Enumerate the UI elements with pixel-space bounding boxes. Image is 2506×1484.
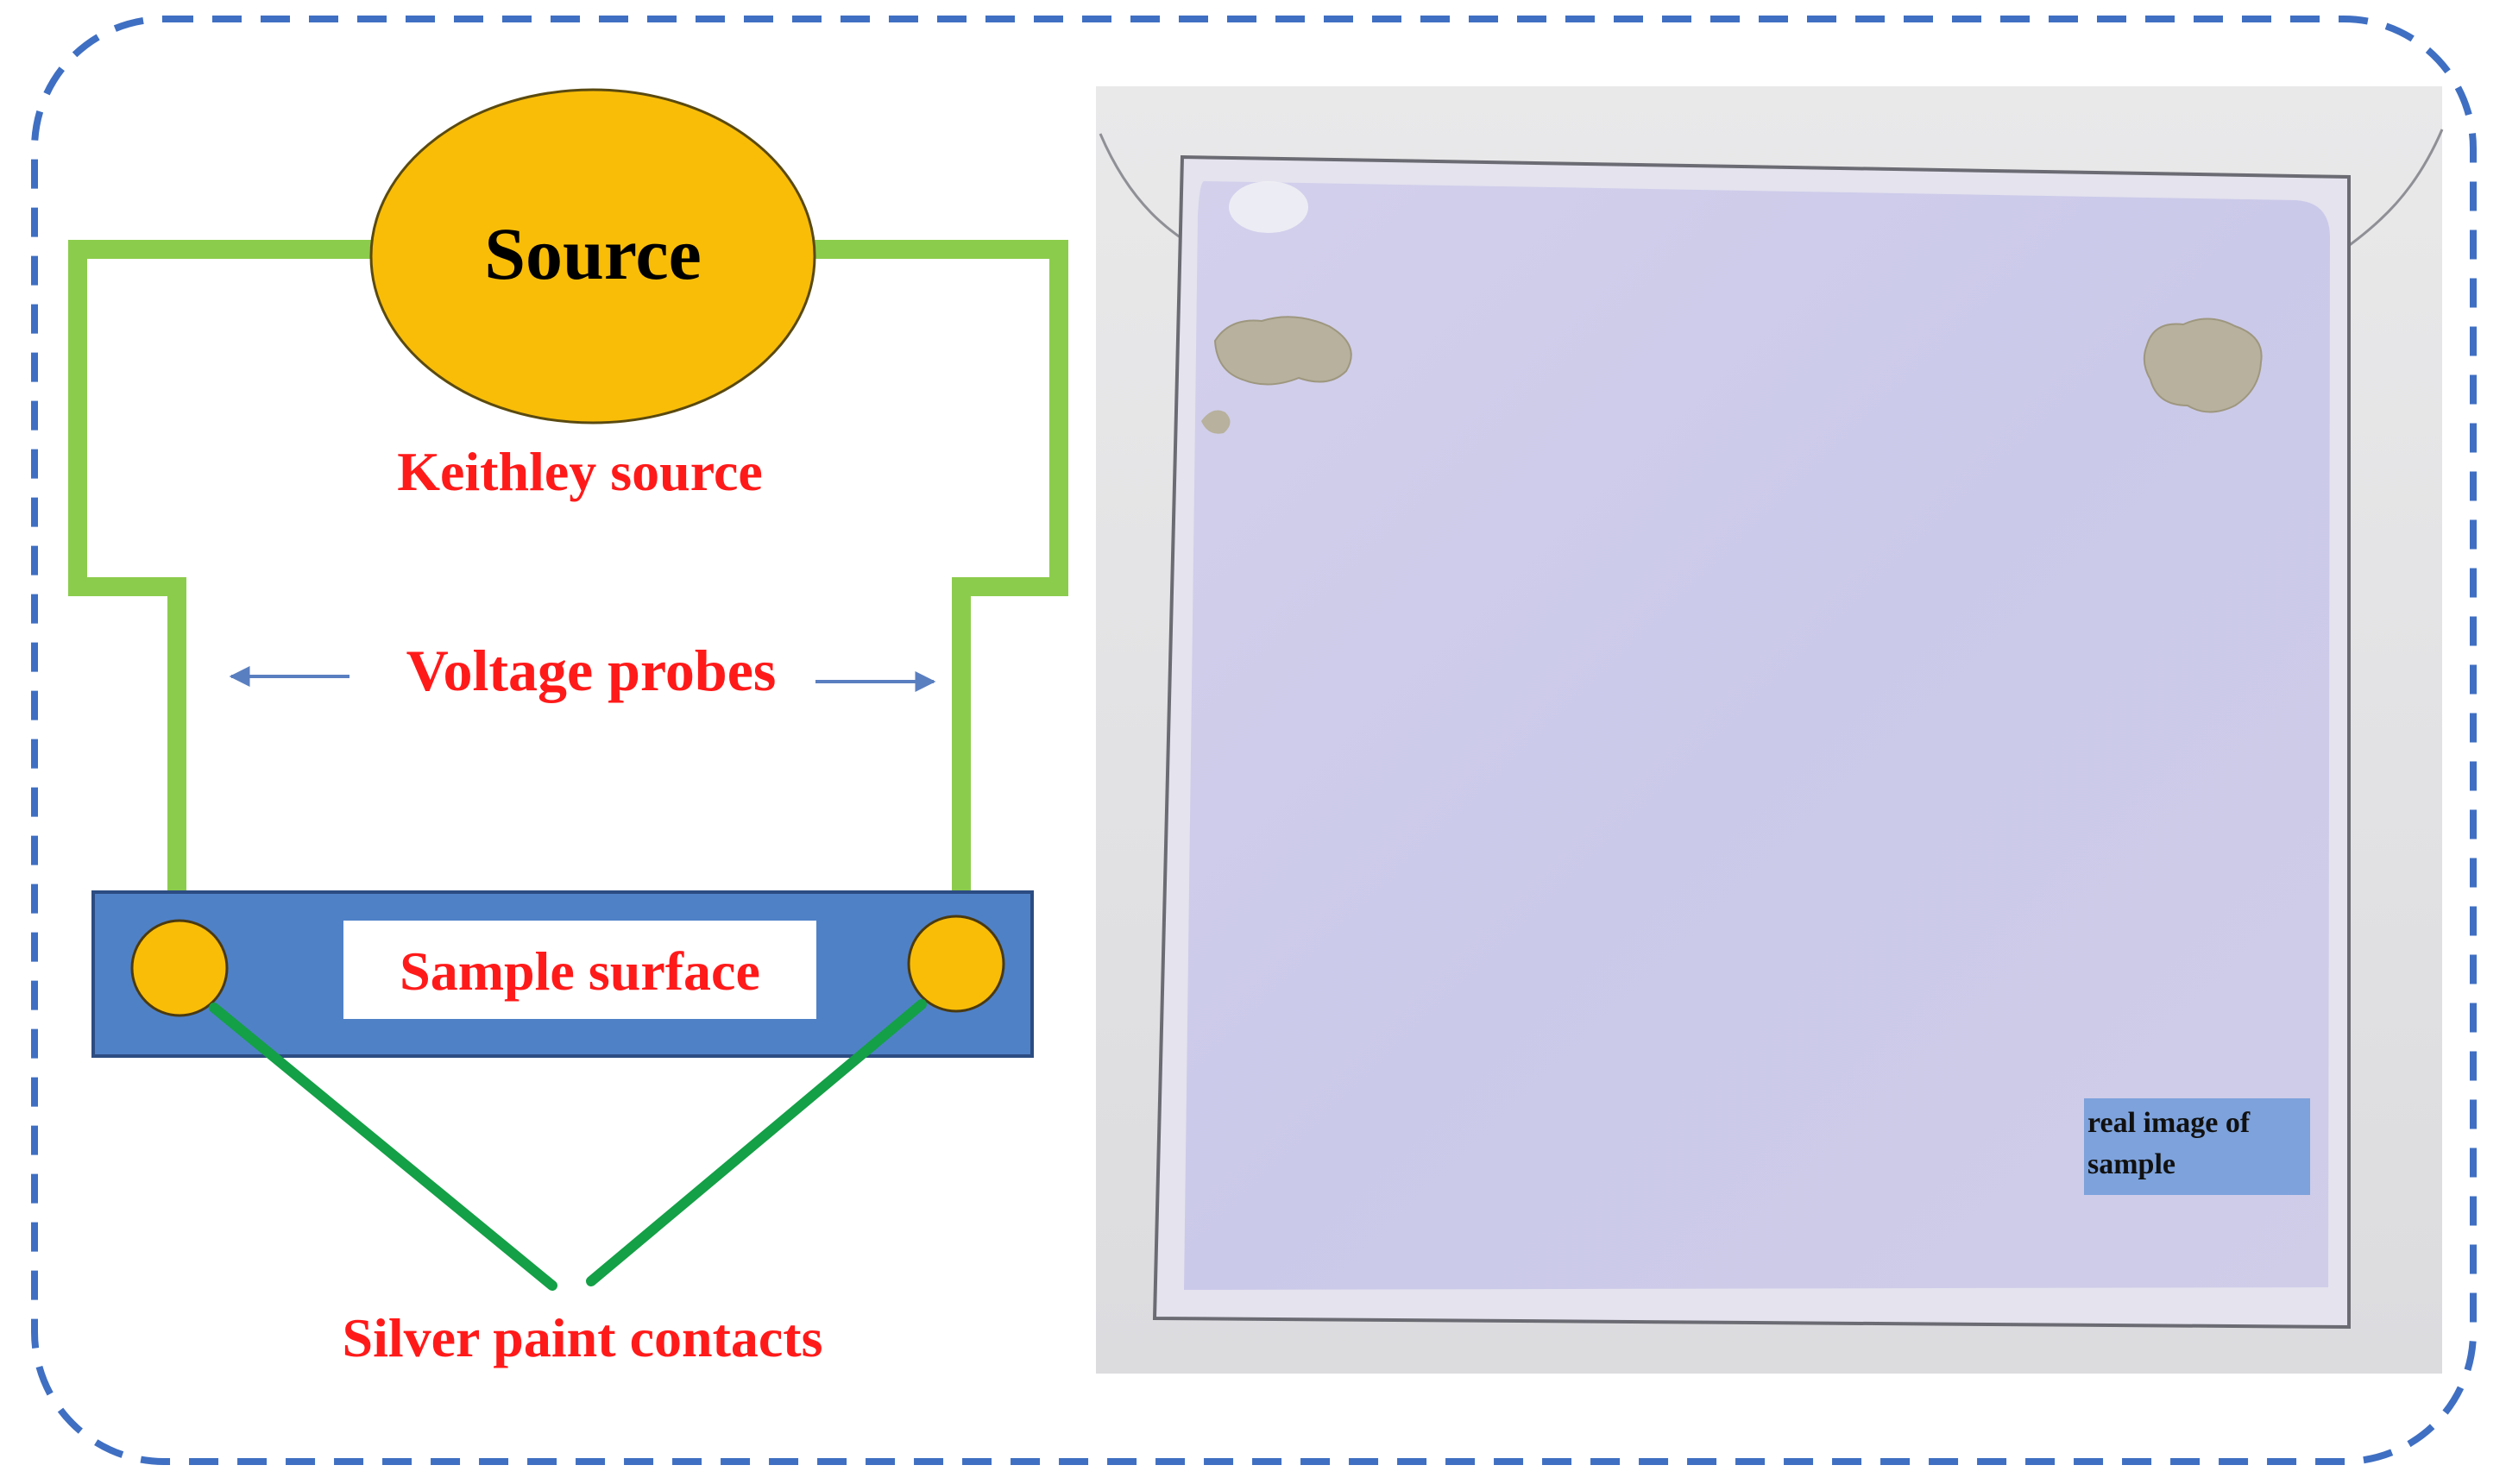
silver-paint-fleck [1201,410,1231,434]
coated-film [1184,181,2330,1290]
schematic-diagram: Source Keithley source Voltage probes Sa… [68,88,1068,1368]
photo-caption-box [2084,1098,2310,1195]
keithley-source-label: Keithley source [397,441,763,502]
contact-pointer-left [209,1003,557,1291]
contact-left [130,919,229,1017]
contact-pointer-right [586,999,927,1286]
source-label: Source [484,212,702,295]
voltage-probes-label: Voltage probes [406,638,777,703]
source-ellipse [369,88,816,424]
silver-paint-blob-right [2143,318,2263,413]
glare [1229,181,1308,233]
sample-surface-label-box [343,921,816,1019]
photo-caption-line2: sample [2087,1148,2175,1180]
contact-right [907,915,1005,1013]
outer-dashed-frame [31,16,2477,1465]
wire-right [811,240,1068,897]
photo-caption-line1: real image of [2087,1107,2251,1139]
silver-paint-blob-left [1213,316,1352,386]
sample-surface-label: Sample surface [400,940,760,1002]
silver-paint-contacts-label: Silver paint contacts [342,1307,822,1368]
wire-left [68,240,375,897]
sample-photo: real image of sample [1096,86,2444,1374]
